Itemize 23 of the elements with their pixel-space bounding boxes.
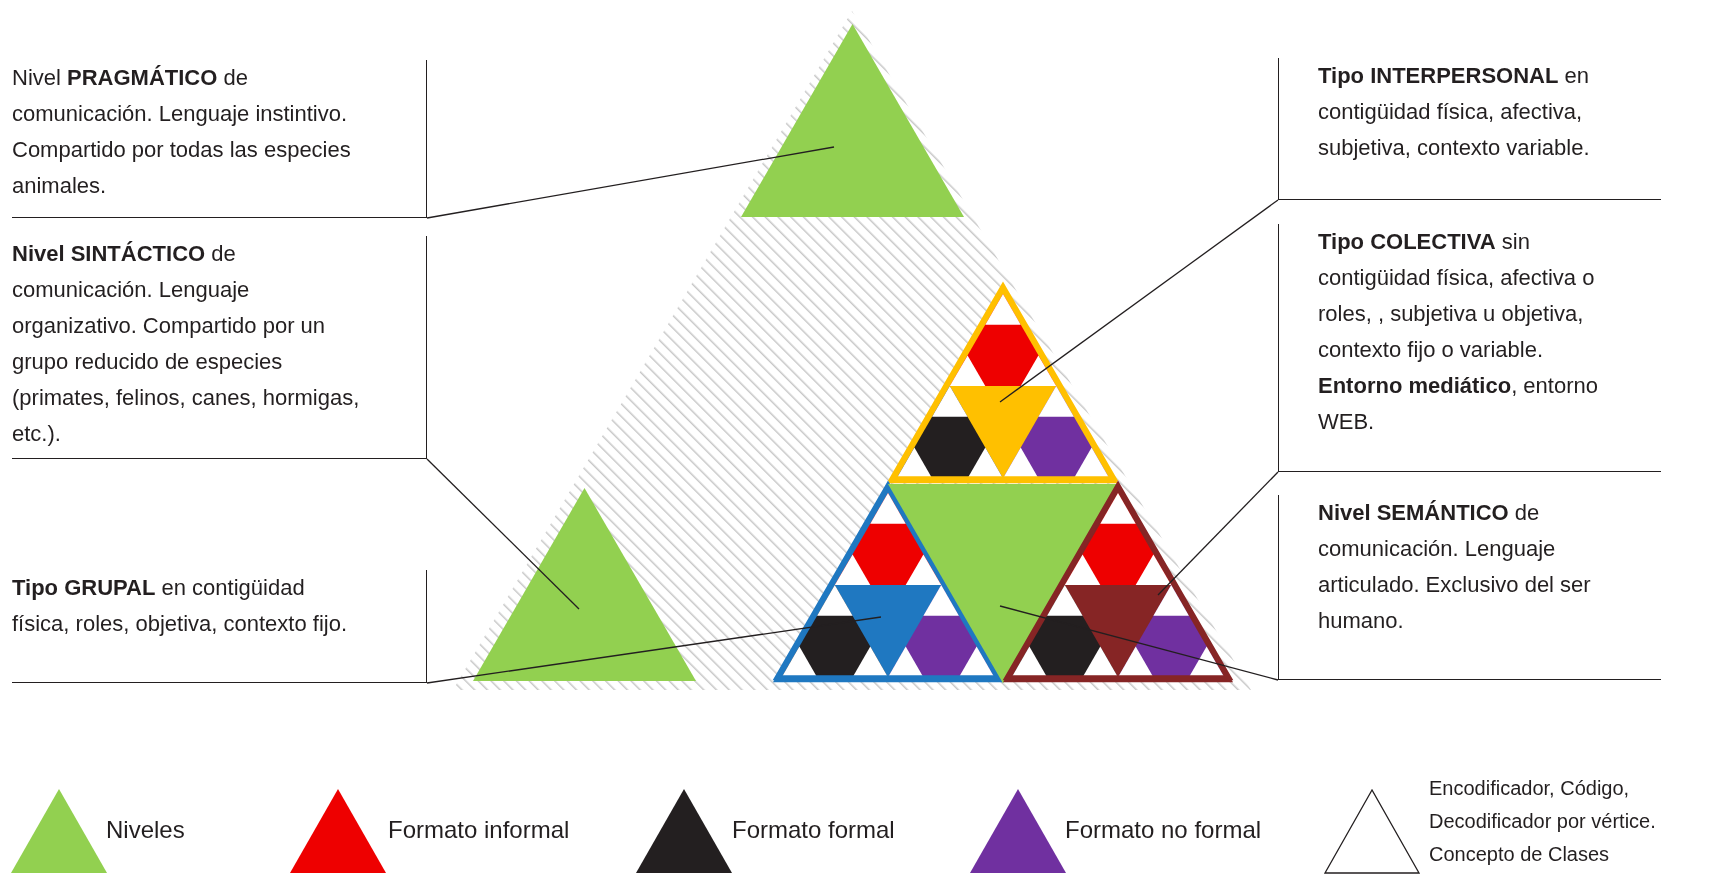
callout-text: Nivel SINTÁCTICO de comunicación. Lenguaje organizativo. Compartido por un grupo reducido de especies (primates, felinos, canes, hormigas, etc.). [12, 240, 361, 448]
callout-frame [1278, 224, 1661, 472]
legend-label: Niveles [106, 815, 186, 845]
legend-label: Formato formal [732, 815, 896, 845]
legend-label: Formato informal [388, 815, 571, 845]
callout-frame [12, 60, 427, 218]
callout-frame [12, 236, 427, 459]
leader-line [426, 458, 580, 610]
legend-label: Formato no formal [1065, 815, 1263, 845]
callout-text: Tipo COLECTIVA sin contigüidad física, afectiva o roles, , subjetiva u objetiva, contexto fijo o variable. [1318, 228, 1596, 364]
callout-text: Nivel SEMÁNTICO de comunicación. Lenguaje articulado. Exclusivo del ser humano. [1318, 499, 1592, 635]
callout-frame [1278, 495, 1661, 680]
callout-frame [12, 570, 427, 683]
legend-label: Encodificador, Código, Decodificador por vértice. Concepto de Clases [1429, 776, 1657, 867]
callout-text: Entorno mediático, entorno WEB. [1318, 372, 1599, 436]
leader-line [426, 146, 835, 219]
leader-line [999, 199, 1279, 403]
callout-frame [1278, 58, 1661, 200]
callout-text: Tipo GRUPAL en contigüidad física, roles, objetiva, contexto fijo. [12, 574, 349, 638]
callout-text: Tipo INTERPERSONAL en contigüidad física, afectiva, subjetiva, contexto variable. [1318, 62, 1591, 162]
leader-line [999, 605, 1279, 681]
leader-line [1157, 471, 1279, 596]
callout-text: Nivel PRAGMÁTICO de comunicación. Lenguaje instintivo. Compartido por todas las especies animales. [12, 64, 352, 200]
